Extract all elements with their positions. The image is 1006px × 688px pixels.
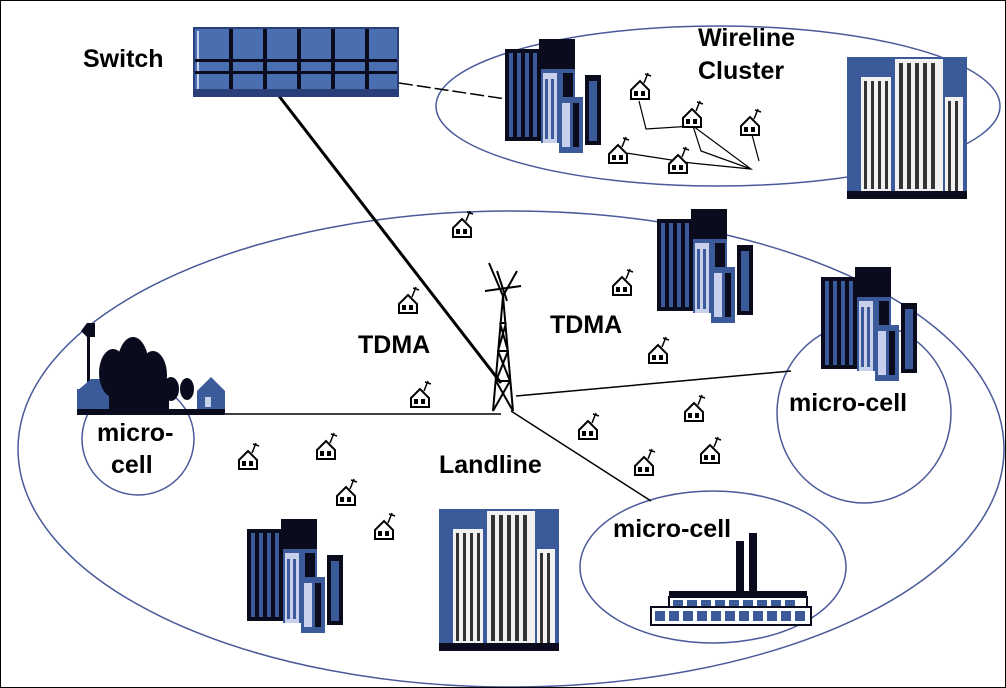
house-antenna-icon [316,432,338,460]
house-antenna-icon [578,412,600,440]
house-antenna-icon [608,136,630,164]
house-antenna-icon [374,512,396,540]
switch-rack-icon [193,27,399,97]
office-cluster-icon [247,519,343,633]
office-cluster-icon [657,209,753,323]
house-antenna-icon [634,448,656,476]
tower-to-right-microcell-link [515,370,792,397]
house-antenna-icon [452,210,474,238]
house-antenna-icon [668,146,690,174]
microcell-left-label-line1: micro- [97,419,173,447]
office-cluster-icon [821,267,917,381]
main-coverage-ellipse [17,210,1005,687]
antenna-tower-icon [484,262,522,412]
switch-to-cluster-link [398,82,507,100]
wireline-cluster-ellipse [435,25,1001,187]
microcell-left-label-line2: cell [111,451,153,479]
microcell-bottom-ellipse [579,490,847,644]
tdma-label-right: TDMA [550,311,622,339]
landline-label: Landline [439,451,542,479]
tower-to-bottom-microcell-link [510,410,652,502]
wireline-cluster-label-line2: Cluster [698,57,784,85]
town-silhouette-icon [77,323,225,415]
microcell-bottom-label: micro-cell [613,515,731,543]
skyscraper-icon [847,57,967,199]
house-antenna-icon [336,478,358,506]
house-antenna-icon [612,268,634,296]
house-antenna-icon [630,72,652,100]
switch-label: Switch [83,45,164,73]
house-antenna-icon [700,436,722,464]
house-antenna-icon [410,380,432,408]
microcell-right-label: micro-cell [789,389,907,417]
tdma-label-left: TDMA [358,331,430,359]
house-antenna-icon [648,336,670,364]
house-antenna-icon [238,442,260,470]
house-antenna-icon [682,100,704,128]
house-antenna-icon [398,286,420,314]
wireline-cluster-label-line1: Wireline [698,24,795,52]
switch-to-tower-link [277,95,503,384]
house-antenna-icon [740,108,762,136]
skyscraper-icon [439,509,559,651]
factory-icon [650,533,812,626]
office-cluster-icon [505,39,601,153]
house-antenna-icon [684,394,706,422]
